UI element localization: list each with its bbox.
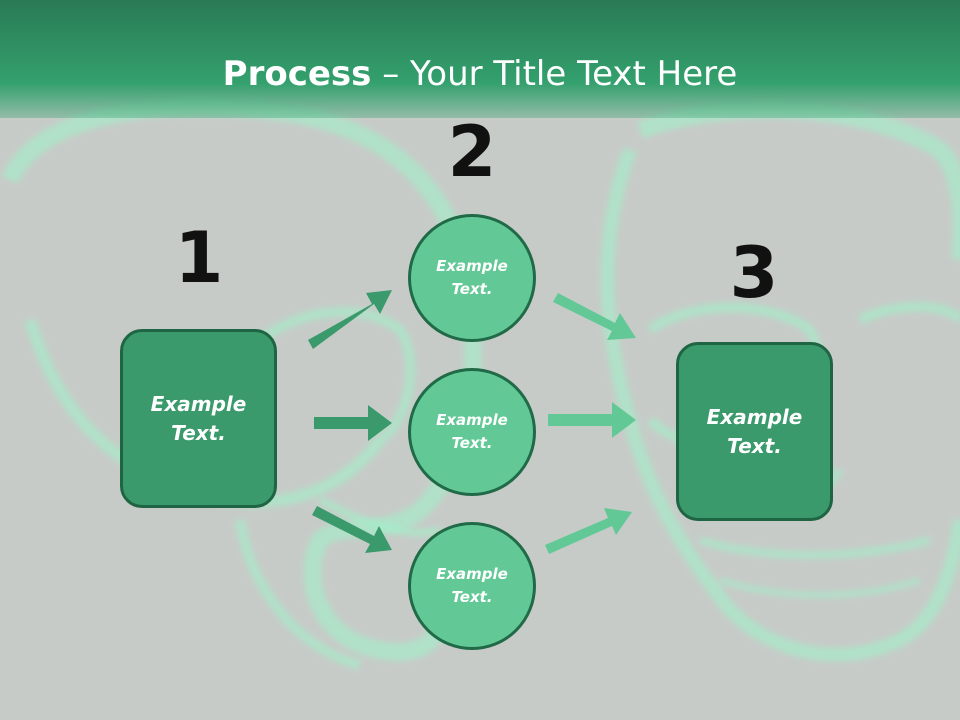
arrow-1-to-2-bottom: [312, 506, 392, 553]
arrow-2-to-3-top: [553, 293, 636, 340]
arrow-2-to-3-middle: [548, 402, 636, 438]
slide-title: Process – Your Title Text Here: [0, 52, 960, 96]
arrow-1-to-2-top: [308, 290, 392, 349]
step-1-number: 1: [174, 217, 224, 299]
title-bar: [0, 0, 960, 118]
arrow-2-to-3-bottom: [545, 508, 632, 554]
step-3-number: 3: [729, 232, 779, 314]
title-subtitle-text: Your Title Text Here: [410, 54, 738, 94]
title-dash: –: [371, 54, 411, 94]
title-bold-word: Process: [222, 54, 372, 94]
arrow-1-to-2-middle: [314, 405, 392, 441]
step-2-number: 2: [447, 111, 497, 193]
